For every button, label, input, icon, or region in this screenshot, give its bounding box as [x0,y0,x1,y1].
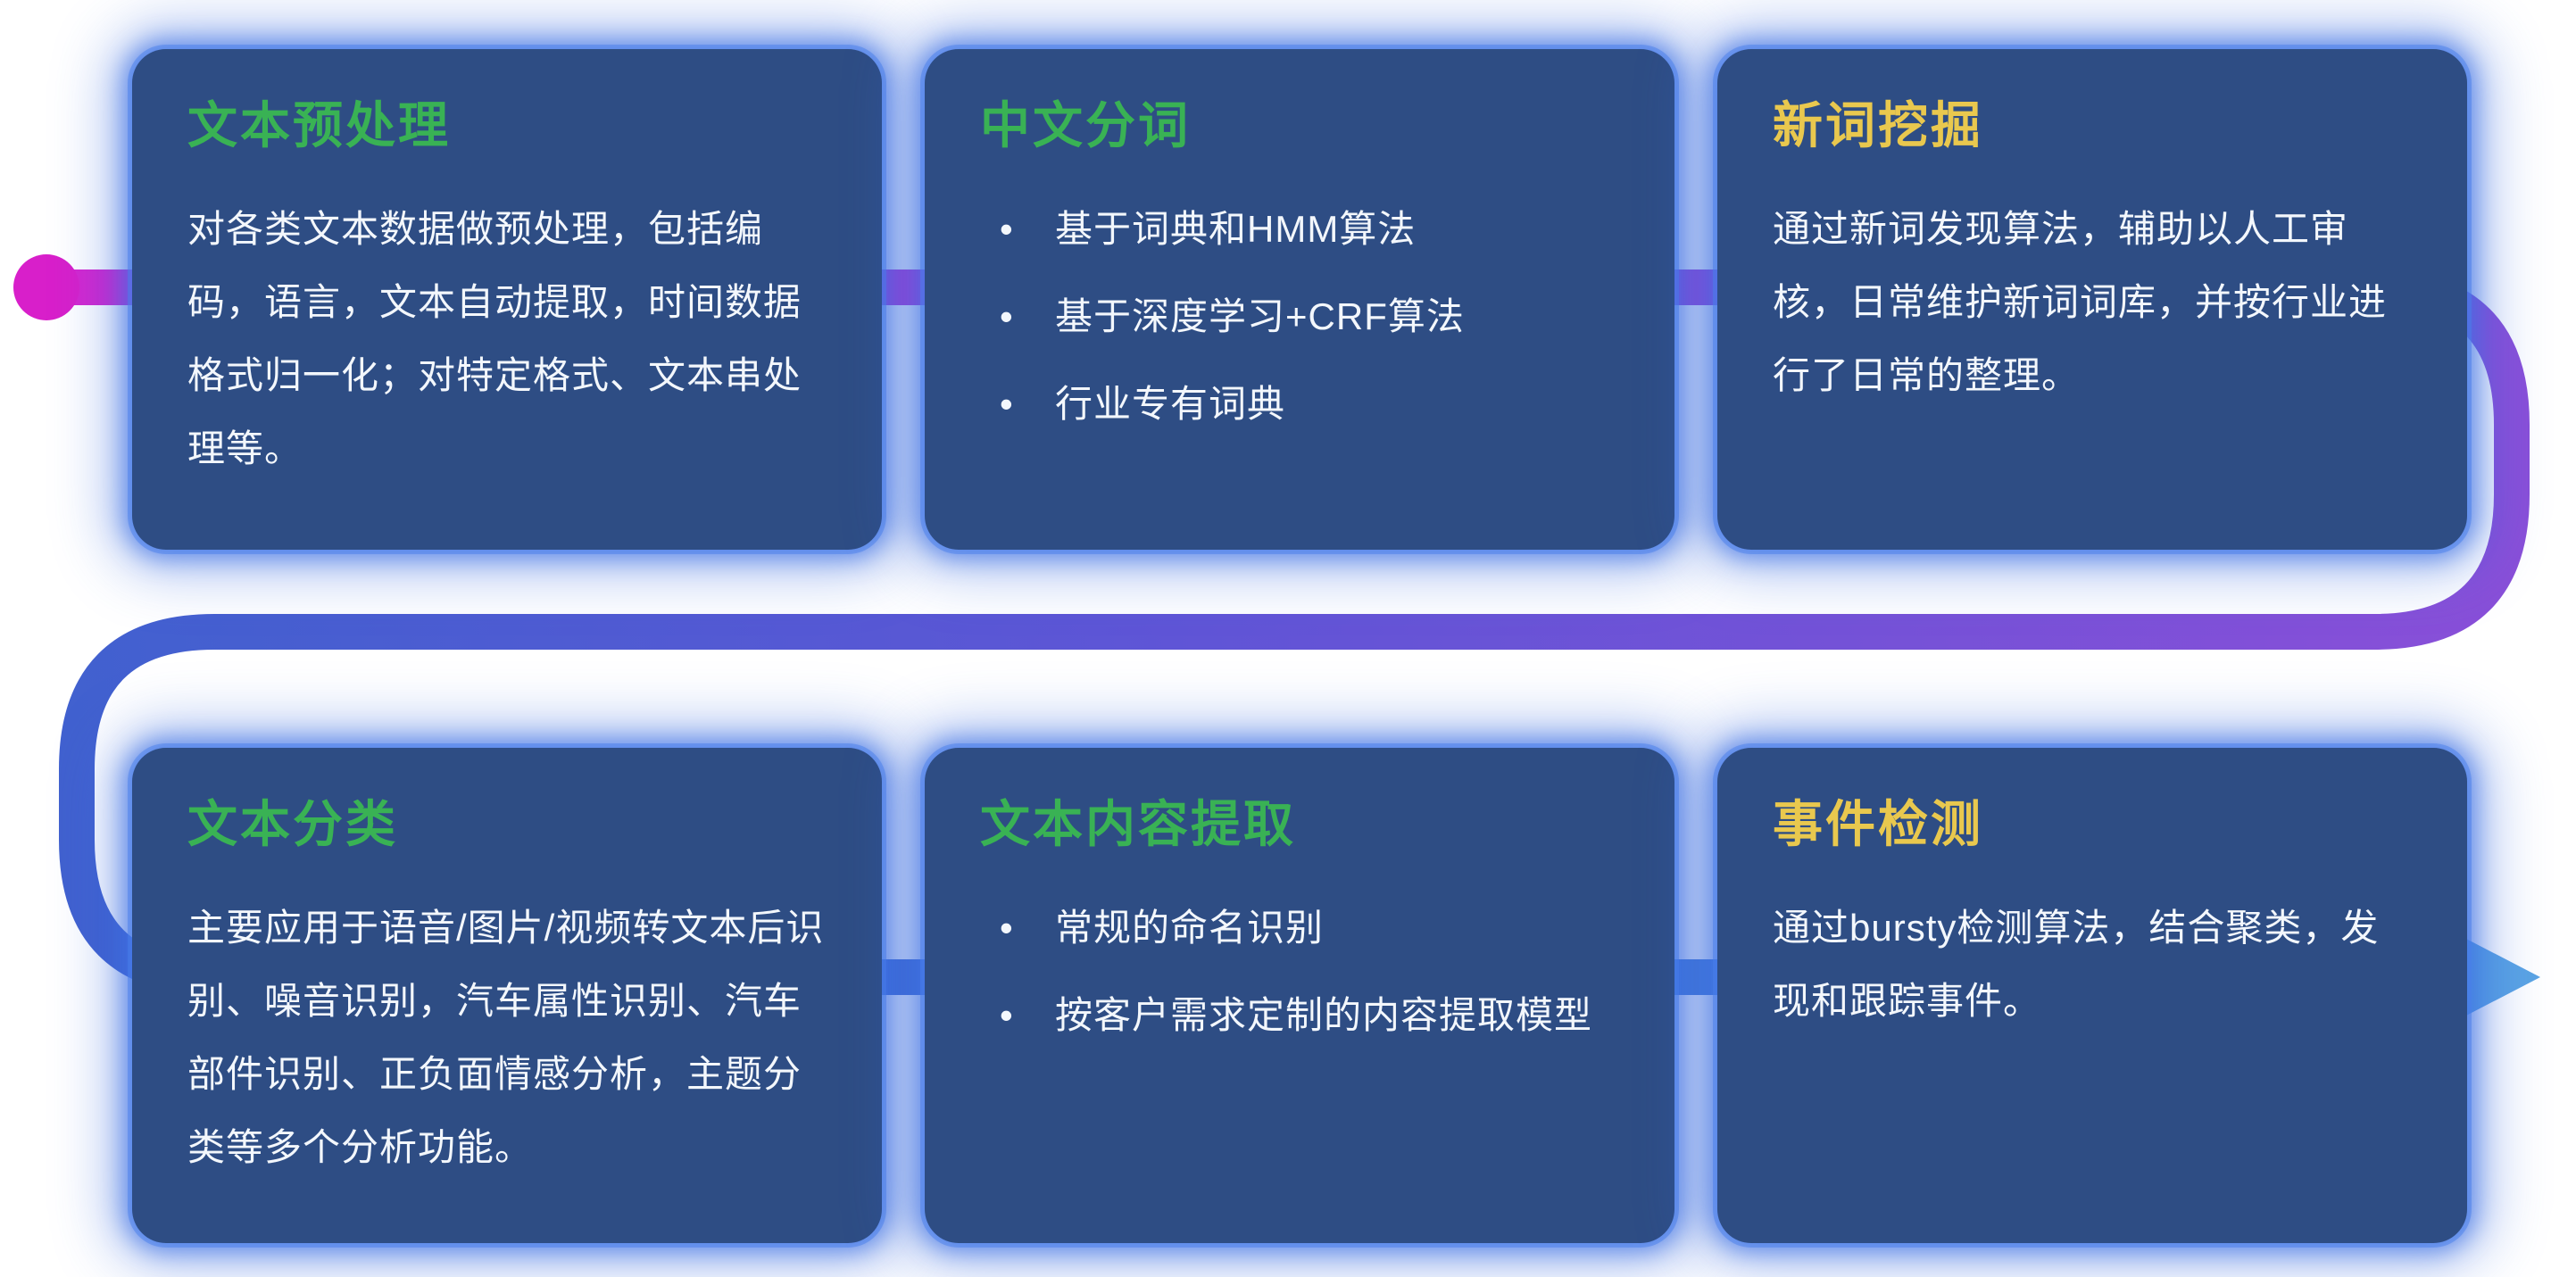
card-title: 文本分类 [187,796,398,852]
card-title: 文本内容提取 [980,796,1296,852]
card-body: 主要应用于语音/图片/视频转文本后识别、噪音识别，汽车属性识别、汽车部件识别、正… [187,907,825,1168]
card-chinese-word-segmentation: 中文分词 基于词典和HMM算法 基于深度学习+CRF算法 行业专有词典 [925,49,1674,550]
bullet-item: 常规的命名识别 [980,891,1619,965]
flow-start-dot-icon [13,254,79,320]
card-text-content-extraction: 文本内容提取 常规的命名识别 按客户需求定制的内容提取模型 [925,748,1674,1243]
bullet-item: 行业专有词典 [980,368,1619,441]
card-body: 通过bursty检测算法，结合聚类，发现和跟踪事件。 [1773,907,2380,1023]
card-body: 对各类文本数据做预处理，包括编码，语言，文本自动提取，时间数据格式归一化；对特定… [187,208,802,469]
card-body: 通过新词发现算法，辅助以人工审核，日常维护新词词库，并按行业进行了日常的整理。 [1773,208,2388,396]
card-text-classification: 文本分类 主要应用于语音/图片/视频转文本后识别、噪音识别，汽车属性识别、汽车部… [132,748,882,1243]
card-title: 中文分词 [980,97,1191,153]
flow-segment-middle [59,425,2530,840]
bullet-item: 按客户需求定制的内容提取模型 [980,979,1619,1052]
card-bullet-list: 基于词典和HMM算法 基于深度学习+CRF算法 行业专有词典 [980,193,1619,441]
card-title: 新词挖掘 [1773,97,1983,153]
bullet-item: 基于词典和HMM算法 [980,193,1619,266]
card-text-preprocessing: 文本预处理 对各类文本数据做预处理，包括编码，语言，文本自动提取，时间数据格式归… [132,49,882,550]
card-bullet-list: 常规的命名识别 按客户需求定制的内容提取模型 [980,891,1619,1052]
card-title: 事件检测 [1773,796,1983,852]
card-event-detection: 事件检测 通过bursty检测算法，结合聚类，发现和跟踪事件。 [1717,748,2467,1243]
bullet-item: 基于深度学习+CRF算法 [980,280,1619,353]
card-new-word-mining: 新词挖掘 通过新词发现算法，辅助以人工审核，日常维护新词词库，并按行业进行了日常… [1717,49,2467,550]
card-title: 文本预处理 [187,97,451,153]
